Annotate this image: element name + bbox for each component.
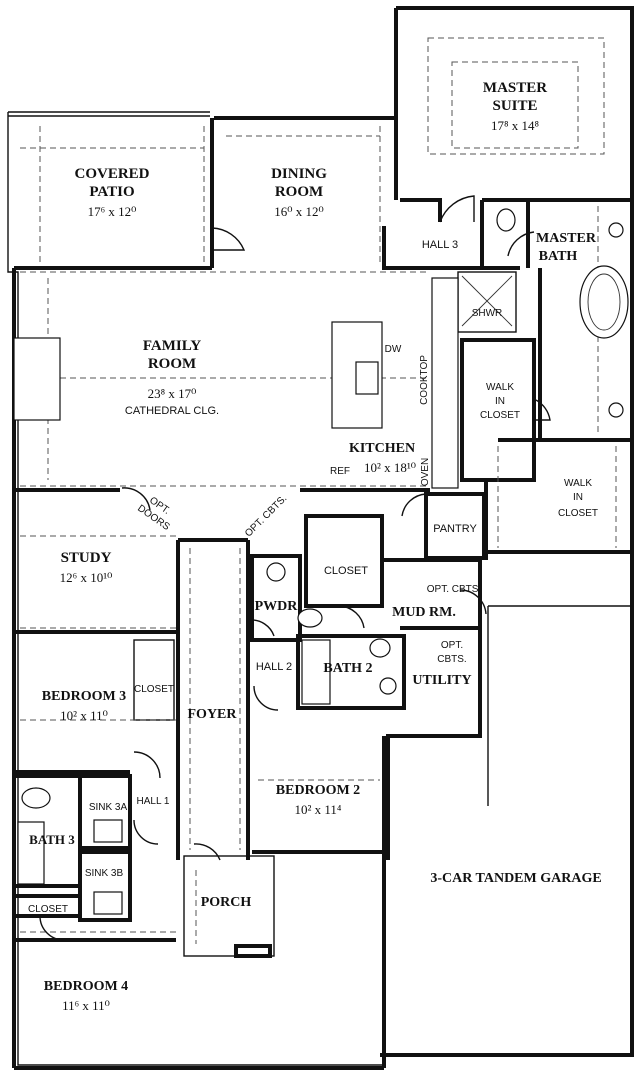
oven-label: OVEN	[420, 458, 431, 486]
door-swing	[211, 227, 246, 251]
bedroom-4-label: BEDROOM 4	[44, 979, 128, 994]
toilet-icon	[369, 638, 391, 658]
opt-cbts-1-label: OPT. CBTS.	[243, 493, 289, 539]
garage-label: 3-CAR TANDEM GARAGE	[430, 871, 601, 886]
door-swing	[507, 231, 535, 257]
study-label: STUDY	[61, 550, 112, 566]
shower-label: SHWR	[472, 308, 503, 319]
bath-3-label: BATH 3	[29, 832, 75, 847]
tub-inner-icon	[587, 273, 621, 331]
cooktop-label: COOKTOP	[419, 355, 430, 405]
master-suite-dims: 17⁸ x 14⁸	[491, 118, 540, 133]
dining-room-name-1: DINING	[271, 166, 327, 182]
sink-icon	[379, 677, 397, 695]
sink-icon	[608, 222, 624, 238]
closet-main-label: CLOSET	[324, 565, 368, 577]
opt-cbts-2-label: OPT. CBTS.	[427, 584, 481, 595]
toilet-icon	[496, 208, 516, 232]
hall-2-label: HALL 2	[256, 661, 292, 673]
walk-in-closet-2-line-2: IN	[573, 492, 583, 503]
walk-in-closet-2-line-3: CLOSET	[558, 508, 598, 519]
door-swing	[39, 915, 65, 941]
covered-patio-dims: 17⁶ x 12⁰	[88, 204, 137, 219]
door-swing	[133, 819, 159, 845]
kitchen-dims: 10² x 18¹⁰	[364, 460, 416, 475]
family-room-note: CATHEDRAL CLG.	[125, 405, 219, 417]
door-swing	[133, 751, 161, 779]
sink-3a-label: SINK 3A	[89, 802, 128, 813]
door-swing	[459, 589, 487, 615]
bedroom-2-dims: 10² x 11⁴	[295, 802, 342, 817]
toilet-icon	[266, 562, 286, 582]
master-suite-name-2: SUITE	[492, 98, 537, 114]
hall-1-label: HALL 1	[137, 796, 170, 807]
door-swing	[249, 619, 275, 637]
closet-b3-label: CLOSET	[134, 684, 174, 695]
utility-label: UTILITY	[412, 673, 471, 688]
master-bath-name-1: MASTER	[536, 231, 597, 246]
toilet-icon	[21, 787, 51, 809]
opt-cbts-3-line-1: OPT.	[441, 640, 463, 651]
bedroom-3-label: BEDROOM 3	[42, 689, 126, 704]
pantry-label: PANTRY	[433, 523, 477, 535]
pwdr-label: PWDR	[255, 599, 299, 614]
bedroom-2-label: BEDROOM 2	[276, 783, 360, 798]
walk-in-closet-1-line-3: CLOSET	[480, 410, 520, 421]
covered-patio-name-2: PATIO	[89, 184, 134, 200]
walk-in-closet-2-line-1: WALK	[564, 478, 592, 489]
sink-icon	[93, 819, 123, 843]
door-swing	[193, 843, 221, 861]
master-bath-name-2: BATH	[539, 249, 578, 264]
master-suite-name-1: MASTER	[483, 80, 547, 96]
sink-3b-label: SINK 3B	[85, 868, 124, 879]
closet-b4-label: CLOSET	[28, 904, 68, 915]
tub-icon	[17, 821, 45, 885]
covered-patio-name-1: COVERED	[74, 166, 149, 182]
walk-in-closet-1-line-1: WALK	[486, 382, 514, 393]
opt-cbts-3-line-2: CBTS.	[437, 654, 466, 665]
family-room-name-2: ROOM	[148, 356, 196, 372]
tub-icon	[301, 639, 331, 705]
counter	[431, 277, 459, 489]
tub-icon	[579, 265, 629, 339]
fixtures	[13, 208, 629, 915]
kitchen-sink-icon	[355, 361, 379, 395]
porch-label: PORCH	[201, 895, 252, 910]
fireplace-icon	[13, 337, 61, 421]
kitchen-label: KITCHEN	[349, 441, 415, 456]
sink-icon	[608, 402, 624, 418]
door-swings	[39, 195, 551, 941]
door-swing	[121, 487, 151, 511]
door-swing	[253, 685, 279, 711]
hall-3-label: HALL 3	[422, 239, 458, 251]
dw-label: DW	[385, 344, 402, 355]
toilet-icon	[297, 608, 323, 628]
door-swing	[339, 605, 365, 629]
ref-label: REF	[330, 466, 350, 477]
sink-icon	[93, 891, 123, 915]
study-dims: 12⁶ x 10¹⁰	[60, 570, 113, 585]
bedroom-4-dims: 11⁶ x 11⁰	[62, 998, 110, 1013]
family-room-name-1: FAMILY	[143, 338, 202, 354]
mud-rm-label: MUD RM.	[392, 605, 456, 620]
door-swing	[401, 493, 427, 517]
door-swing	[534, 399, 551, 421]
bedroom-3-dims: 10² x 11⁰	[60, 708, 108, 723]
walk-in-closet-1-line-2: IN	[495, 396, 505, 407]
room-labels: MASTER SUITE 17⁸ x 14⁸ COVERED PATIO 17⁶…	[28, 80, 602, 1013]
family-room-dims: 23⁸ x 17⁰	[148, 386, 197, 401]
interior-walls	[12, 198, 632, 1068]
dining-room-dims: 16⁰ x 12⁰	[274, 204, 323, 219]
exterior-walls	[7, 6, 634, 1070]
door-swing	[439, 195, 475, 223]
dining-room-name-2: ROOM	[275, 184, 323, 200]
bath-2-label: BATH 2	[323, 661, 372, 676]
foyer-label: FOYER	[188, 707, 238, 722]
